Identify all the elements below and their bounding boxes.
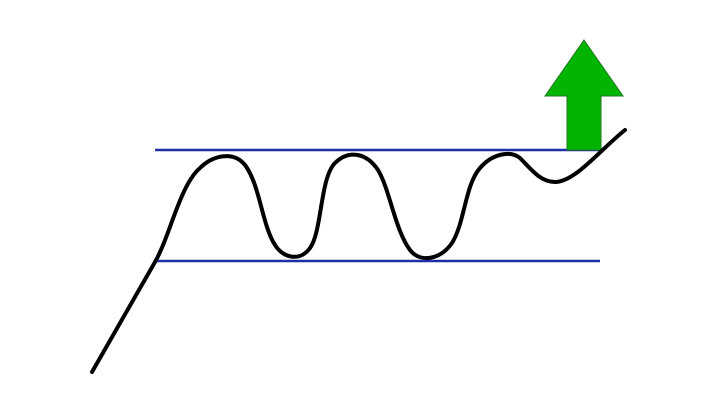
- breakout-arrow: [544, 39, 624, 151]
- price-line: [90, 128, 627, 374]
